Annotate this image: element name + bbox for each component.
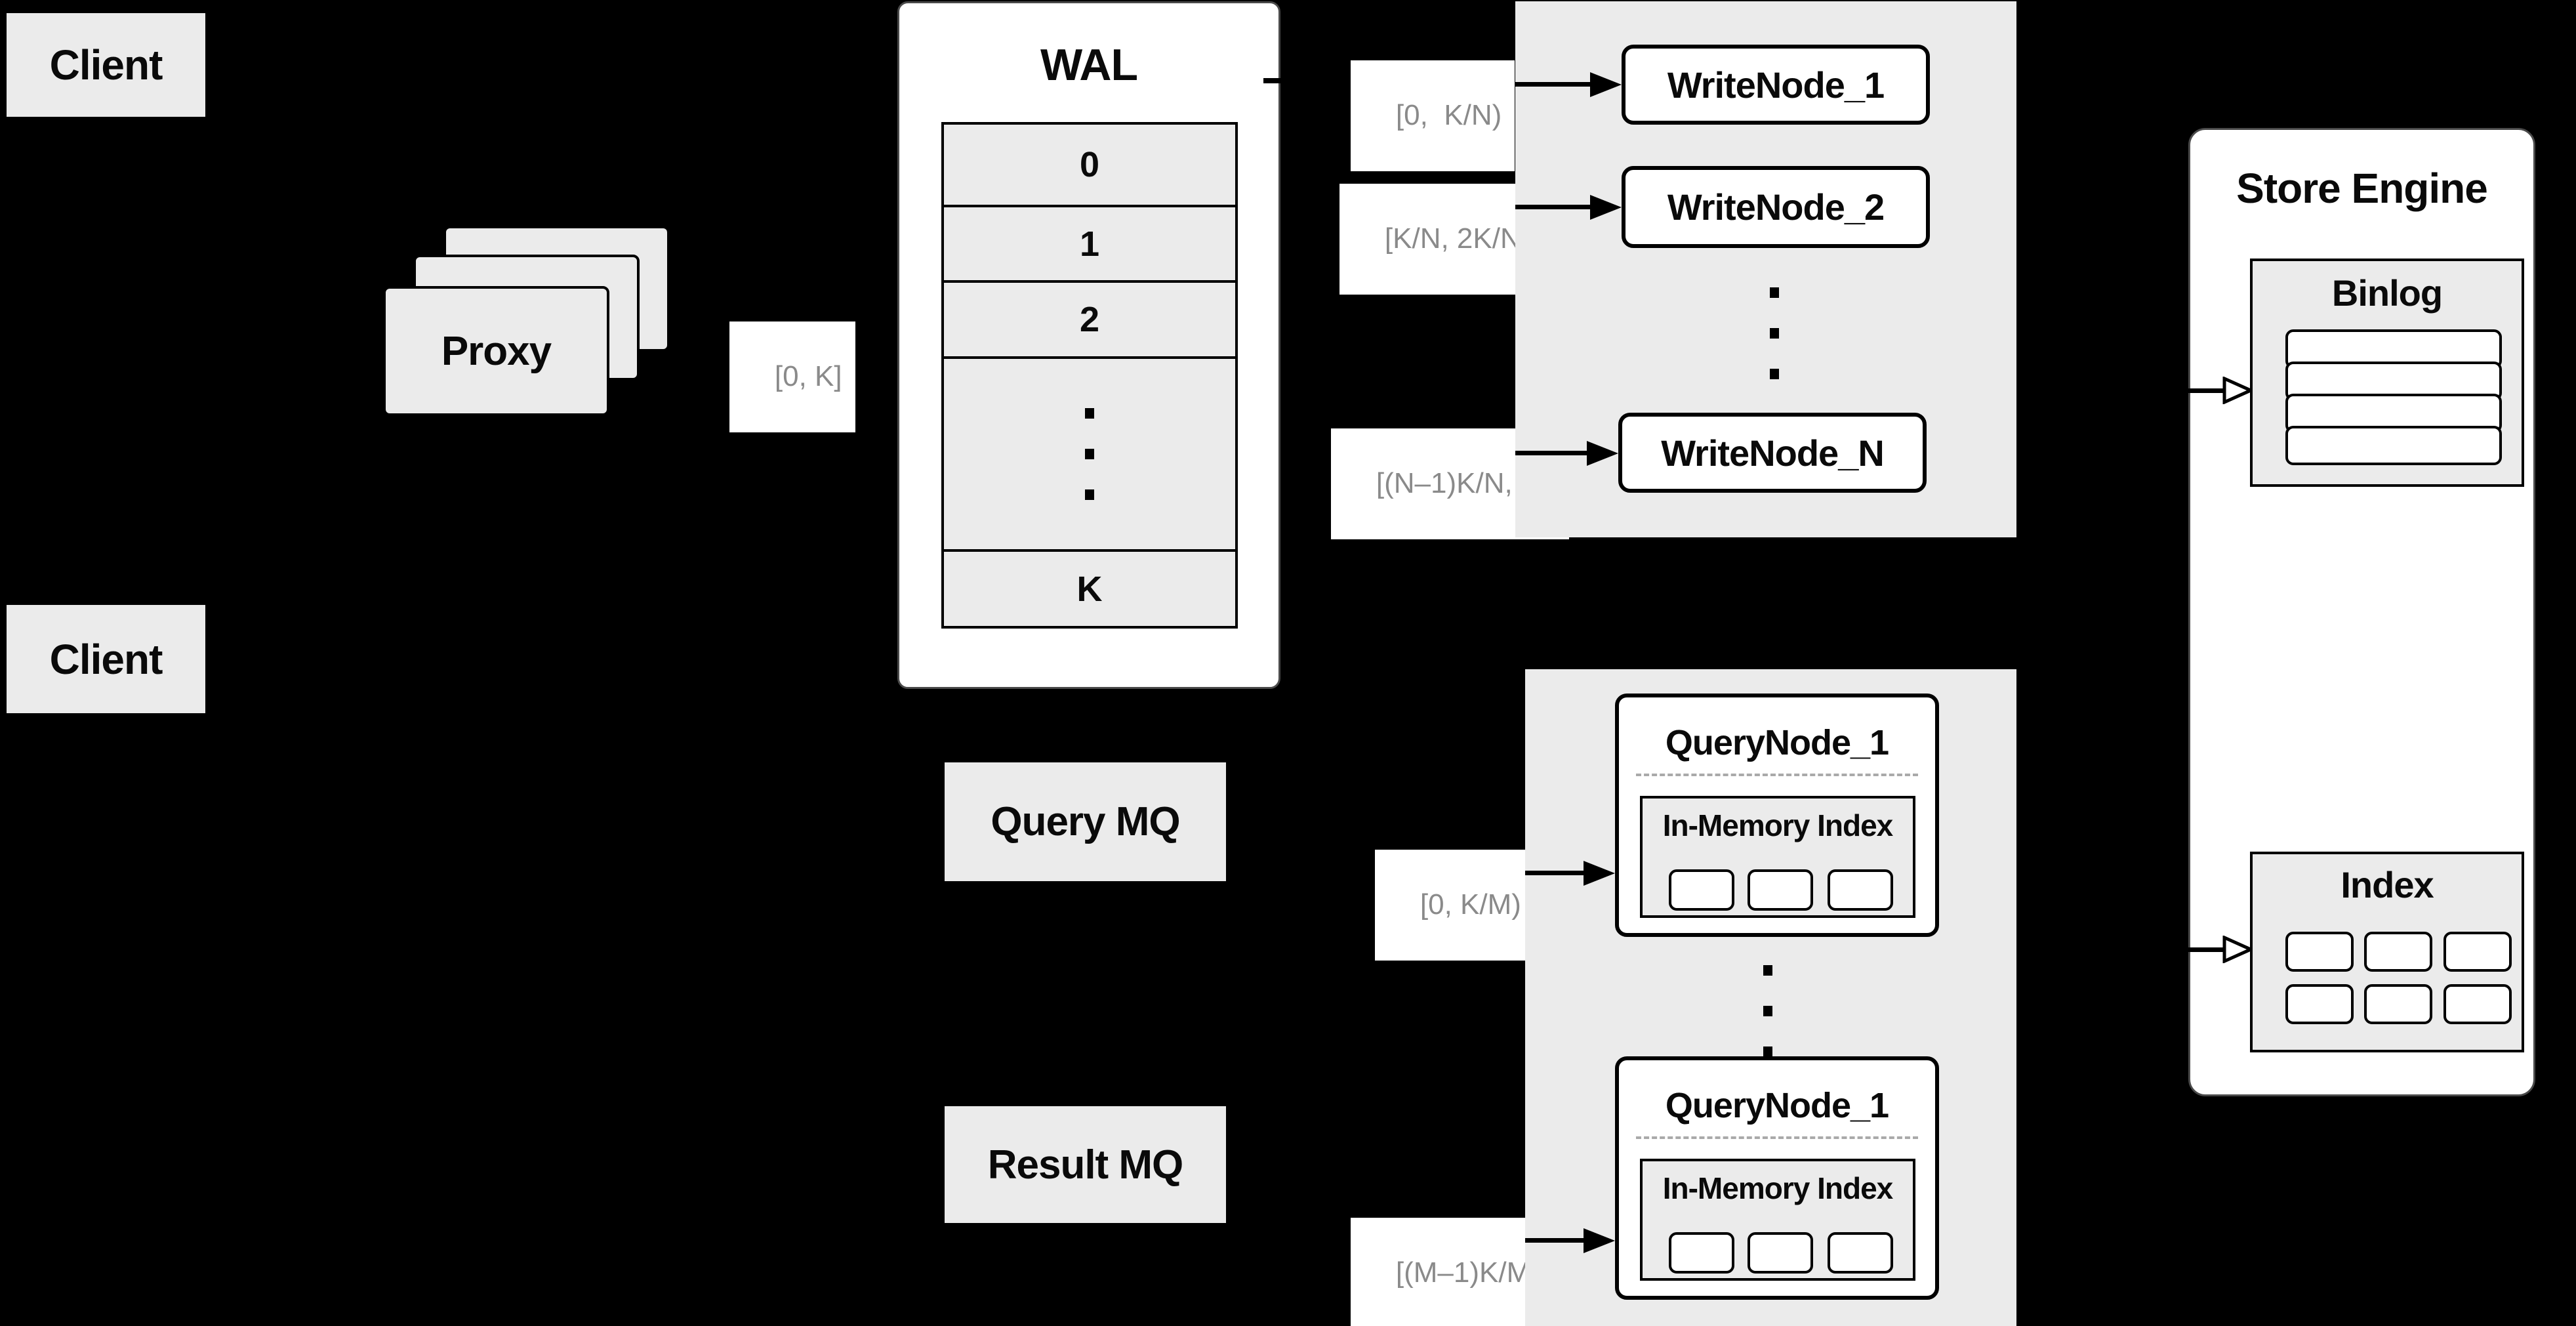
flow-label-query-1: [0, K/M) <box>1375 850 1534 961</box>
result-mq-label: Result MQ <box>987 1142 1184 1188</box>
querynode-top-divider <box>1636 774 1918 776</box>
writenode-2-box: WriteNode_2 <box>1622 166 1930 248</box>
imi-cell <box>1748 869 1813 911</box>
ellipsis-dots-querynodes <box>1763 950 1772 1072</box>
flow-label-write-2: [K/N, 2K/N) <box>1339 184 1544 295</box>
binlog-row <box>2285 426 2502 465</box>
ellipsis-dots-writenodes <box>1770 272 1779 394</box>
writenode-n-box: WriteNode_N <box>1618 413 1927 493</box>
index-cell <box>2285 984 2354 1024</box>
wal-row-ellipsis <box>944 356 1235 549</box>
index-cell <box>2364 984 2432 1024</box>
index-cell <box>2443 984 2512 1024</box>
index-cell <box>2364 932 2432 972</box>
index-cell <box>2285 932 2354 972</box>
store-engine-box: Store Engine Binlog Index <box>2188 128 2535 1096</box>
proxy-label: Proxy <box>441 328 552 374</box>
client-bottom-box: Client <box>7 605 205 713</box>
client-bottom-label: Client <box>49 635 163 683</box>
writenode-2-label: WriteNode_2 <box>1667 186 1885 228</box>
store-engine-title: Store Engine <box>2236 165 2488 212</box>
in-memory-index-bottom-title: In-Memory Index <box>1662 1171 1894 1205</box>
flow-label-write-2-text: [K/N, 2K/N) <box>1384 222 1531 255</box>
client-top-box: Client <box>7 13 205 117</box>
imi-cell <box>1669 869 1734 911</box>
wal-table: 0 1 2 K <box>941 122 1238 629</box>
imi-cell <box>1828 1232 1893 1274</box>
index-title: Index <box>2341 864 2434 905</box>
binlog-title: Binlog <box>2331 272 2443 314</box>
proxy-box: Proxy <box>383 286 609 416</box>
in-memory-index-top-title: In-Memory Index <box>1662 808 1894 842</box>
querynode-bottom-divider <box>1636 1136 1918 1139</box>
flow-label-write-1: [0, K/N) <box>1351 60 1515 172</box>
querynode-bottom-title: QueryNode_1 <box>1665 1086 1889 1125</box>
open-arrowhead-binlog <box>2222 377 2253 404</box>
flow-label-write-1-text: [0, K/N) <box>1395 99 1502 132</box>
query-mq-box: Query MQ <box>945 762 1226 881</box>
wal-output-stub <box>1263 78 1286 83</box>
client-top-label: Client <box>49 41 163 89</box>
querynode-top-box: QueryNode_1 In-Memory Index <box>1615 694 1939 937</box>
imi-cell <box>1669 1232 1734 1274</box>
writenode-1-label: WriteNode_1 <box>1667 64 1885 106</box>
open-arrowhead-index <box>2222 936 2253 963</box>
wal-box: WAL 0 1 2 K <box>897 1 1280 689</box>
imi-cell <box>1828 869 1893 911</box>
in-memory-index-bottom-box: In-Memory Index <box>1640 1159 1915 1281</box>
flow-label-query-1-text: [0, K/M) <box>1420 888 1521 921</box>
index-cell <box>2443 932 2512 972</box>
binlog-box: Binlog <box>2250 259 2524 487</box>
index-box: Index <box>2250 852 2524 1052</box>
querynode-top-title: QueryNode_1 <box>1665 723 1889 762</box>
in-memory-index-top-box: In-Memory Index <box>1640 796 1915 918</box>
wal-row-2: 2 <box>944 280 1235 356</box>
ellipsis-dots-wal <box>1085 393 1094 515</box>
writenode-1-box: WriteNode_1 <box>1622 45 1930 125</box>
querynode-bottom-box: QueryNode_1 In-Memory Index <box>1615 1056 1939 1300</box>
flow-label-proxy-to-wal-text: [0, K] <box>774 360 842 393</box>
result-mq-box: Result MQ <box>945 1106 1226 1223</box>
writenode-n-label: WriteNode_N <box>1661 432 1885 474</box>
wal-row-1: 1 <box>944 205 1235 280</box>
wal-row-0: 0 <box>944 125 1235 205</box>
wal-title: WAL <box>1040 40 1138 90</box>
wal-row-k: K <box>944 549 1235 626</box>
flow-label-proxy-to-wal: [0, K] <box>729 321 855 433</box>
imi-cell <box>1748 1232 1813 1274</box>
query-mq-label: Query MQ <box>991 799 1180 844</box>
